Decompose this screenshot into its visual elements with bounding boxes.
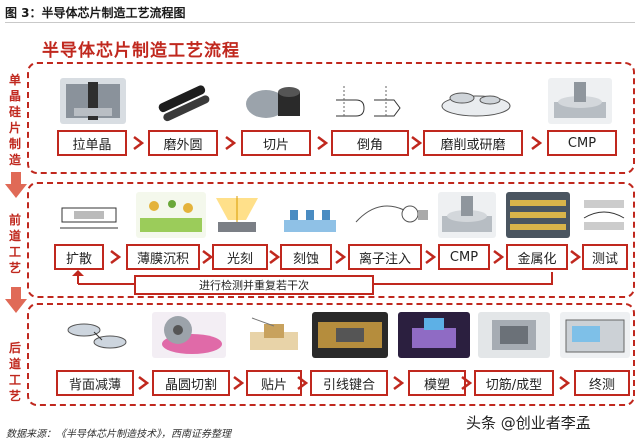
flow-arrow-icon — [202, 250, 213, 264]
wafer-slicing-image — [244, 78, 310, 124]
etching-image — [278, 192, 342, 238]
flow-arrow-icon — [110, 250, 121, 264]
step-grinding-or-lapping: 磨削或研磨 — [423, 130, 523, 156]
step-wafer-dicing: 晶圆切割 — [152, 370, 230, 396]
flow-arrow-icon — [559, 376, 570, 390]
flow-arrow-icon — [225, 136, 236, 150]
back-thinning-diagram — [60, 312, 134, 358]
repeat-loop-connector — [72, 270, 553, 285]
flow-arrow-icon — [493, 250, 504, 264]
stage-label-wafer: 单晶 硅片 制造 — [8, 73, 21, 167]
flow-arrow-icon — [269, 250, 280, 264]
flow-arrow-icon — [531, 136, 542, 150]
flow-arrow-icon — [570, 250, 581, 264]
flow-arrow-icon — [411, 136, 422, 150]
step-outer-grinding: 磨外圆 — [148, 130, 218, 156]
diffusion-furnace-diagram — [56, 192, 122, 238]
source-note: 数据来源：《半导体芯片制造技术》，西南证券整理 — [6, 429, 231, 440]
step-lithography: 光刻 — [212, 244, 268, 270]
flow-arrow-icon — [317, 136, 328, 150]
repeat-loop-label: 进行检测并重复若干次 — [134, 275, 374, 295]
step-cmp: CMP — [547, 130, 617, 156]
step-testing: 测试 — [582, 244, 628, 270]
crystal-pulling-image — [60, 78, 126, 124]
molding-image — [398, 312, 470, 358]
flow-arrow-icon — [461, 376, 472, 390]
step-final-test: 终测 — [574, 370, 630, 396]
stage-label-back-end: 后道 工艺 — [8, 341, 21, 403]
flow-arrow-icon — [297, 376, 308, 390]
step-etching: 刻蚀 — [280, 244, 332, 270]
testing-diagram — [578, 192, 630, 238]
wafer-dicing-image — [152, 312, 226, 358]
flow-arrow-icon — [425, 250, 436, 264]
trim-form-image — [478, 312, 550, 358]
step-die-attach: 贴片 — [246, 370, 302, 396]
step-molding: 模塑 — [408, 370, 466, 396]
step-crystal-pulling: 拉单晶 — [57, 130, 127, 156]
step-trim-form: 切筋/成型 — [474, 370, 554, 396]
stage-down-arrow — [5, 287, 27, 313]
watermark: 头条 @创业者李孟 — [466, 414, 591, 432]
cmp-machine-image — [438, 192, 496, 238]
ingot-image — [150, 78, 216, 124]
flow-arrow-icon — [138, 376, 149, 390]
section-back-end-process — [27, 303, 635, 406]
lithography-image — [206, 192, 268, 238]
cmp-machine-image — [548, 78, 612, 124]
thin-film-deposition-image — [136, 192, 206, 238]
die-attach-image — [244, 312, 304, 358]
flow-arrow-icon — [233, 376, 244, 390]
step-thin-film-deposition: 薄膜沉积 — [126, 244, 200, 270]
step-ion-implantation: 离子注入 — [348, 244, 422, 270]
figure-title: 图 3：半导体芯片制造工艺流程图 — [5, 6, 186, 20]
stage-down-arrow — [5, 172, 27, 198]
stage-label-front-end: 前道 工艺 — [8, 213, 21, 275]
ion-implantation-diagram — [348, 192, 432, 238]
flow-arrow-icon — [335, 250, 346, 264]
step-back-thinning: 背面减薄 — [56, 370, 134, 396]
step-slicing: 切片 — [241, 130, 311, 156]
section-front-end-process — [27, 182, 635, 298]
metallization-image — [506, 192, 570, 238]
edge-chamfer-diagram — [330, 78, 406, 124]
step-diffusion: 扩散 — [54, 244, 104, 270]
flow-arrow-icon — [393, 376, 404, 390]
step-metallization: 金属化 — [506, 244, 568, 270]
flow-arrow-icon — [133, 136, 144, 150]
title-divider — [5, 22, 635, 23]
final-test-equipment-image — [560, 312, 630, 358]
step-cmp: CMP — [438, 244, 490, 270]
step-wire-bonding: 引线键合 — [310, 370, 388, 396]
section-wafer-manufacturing — [27, 62, 635, 174]
grinding-diagram — [432, 78, 516, 124]
wire-bonding-image — [312, 312, 388, 358]
diagram-title: 半导体芯片制造工艺流程 — [42, 41, 240, 61]
step-chamfering: 倒角 — [331, 130, 409, 156]
